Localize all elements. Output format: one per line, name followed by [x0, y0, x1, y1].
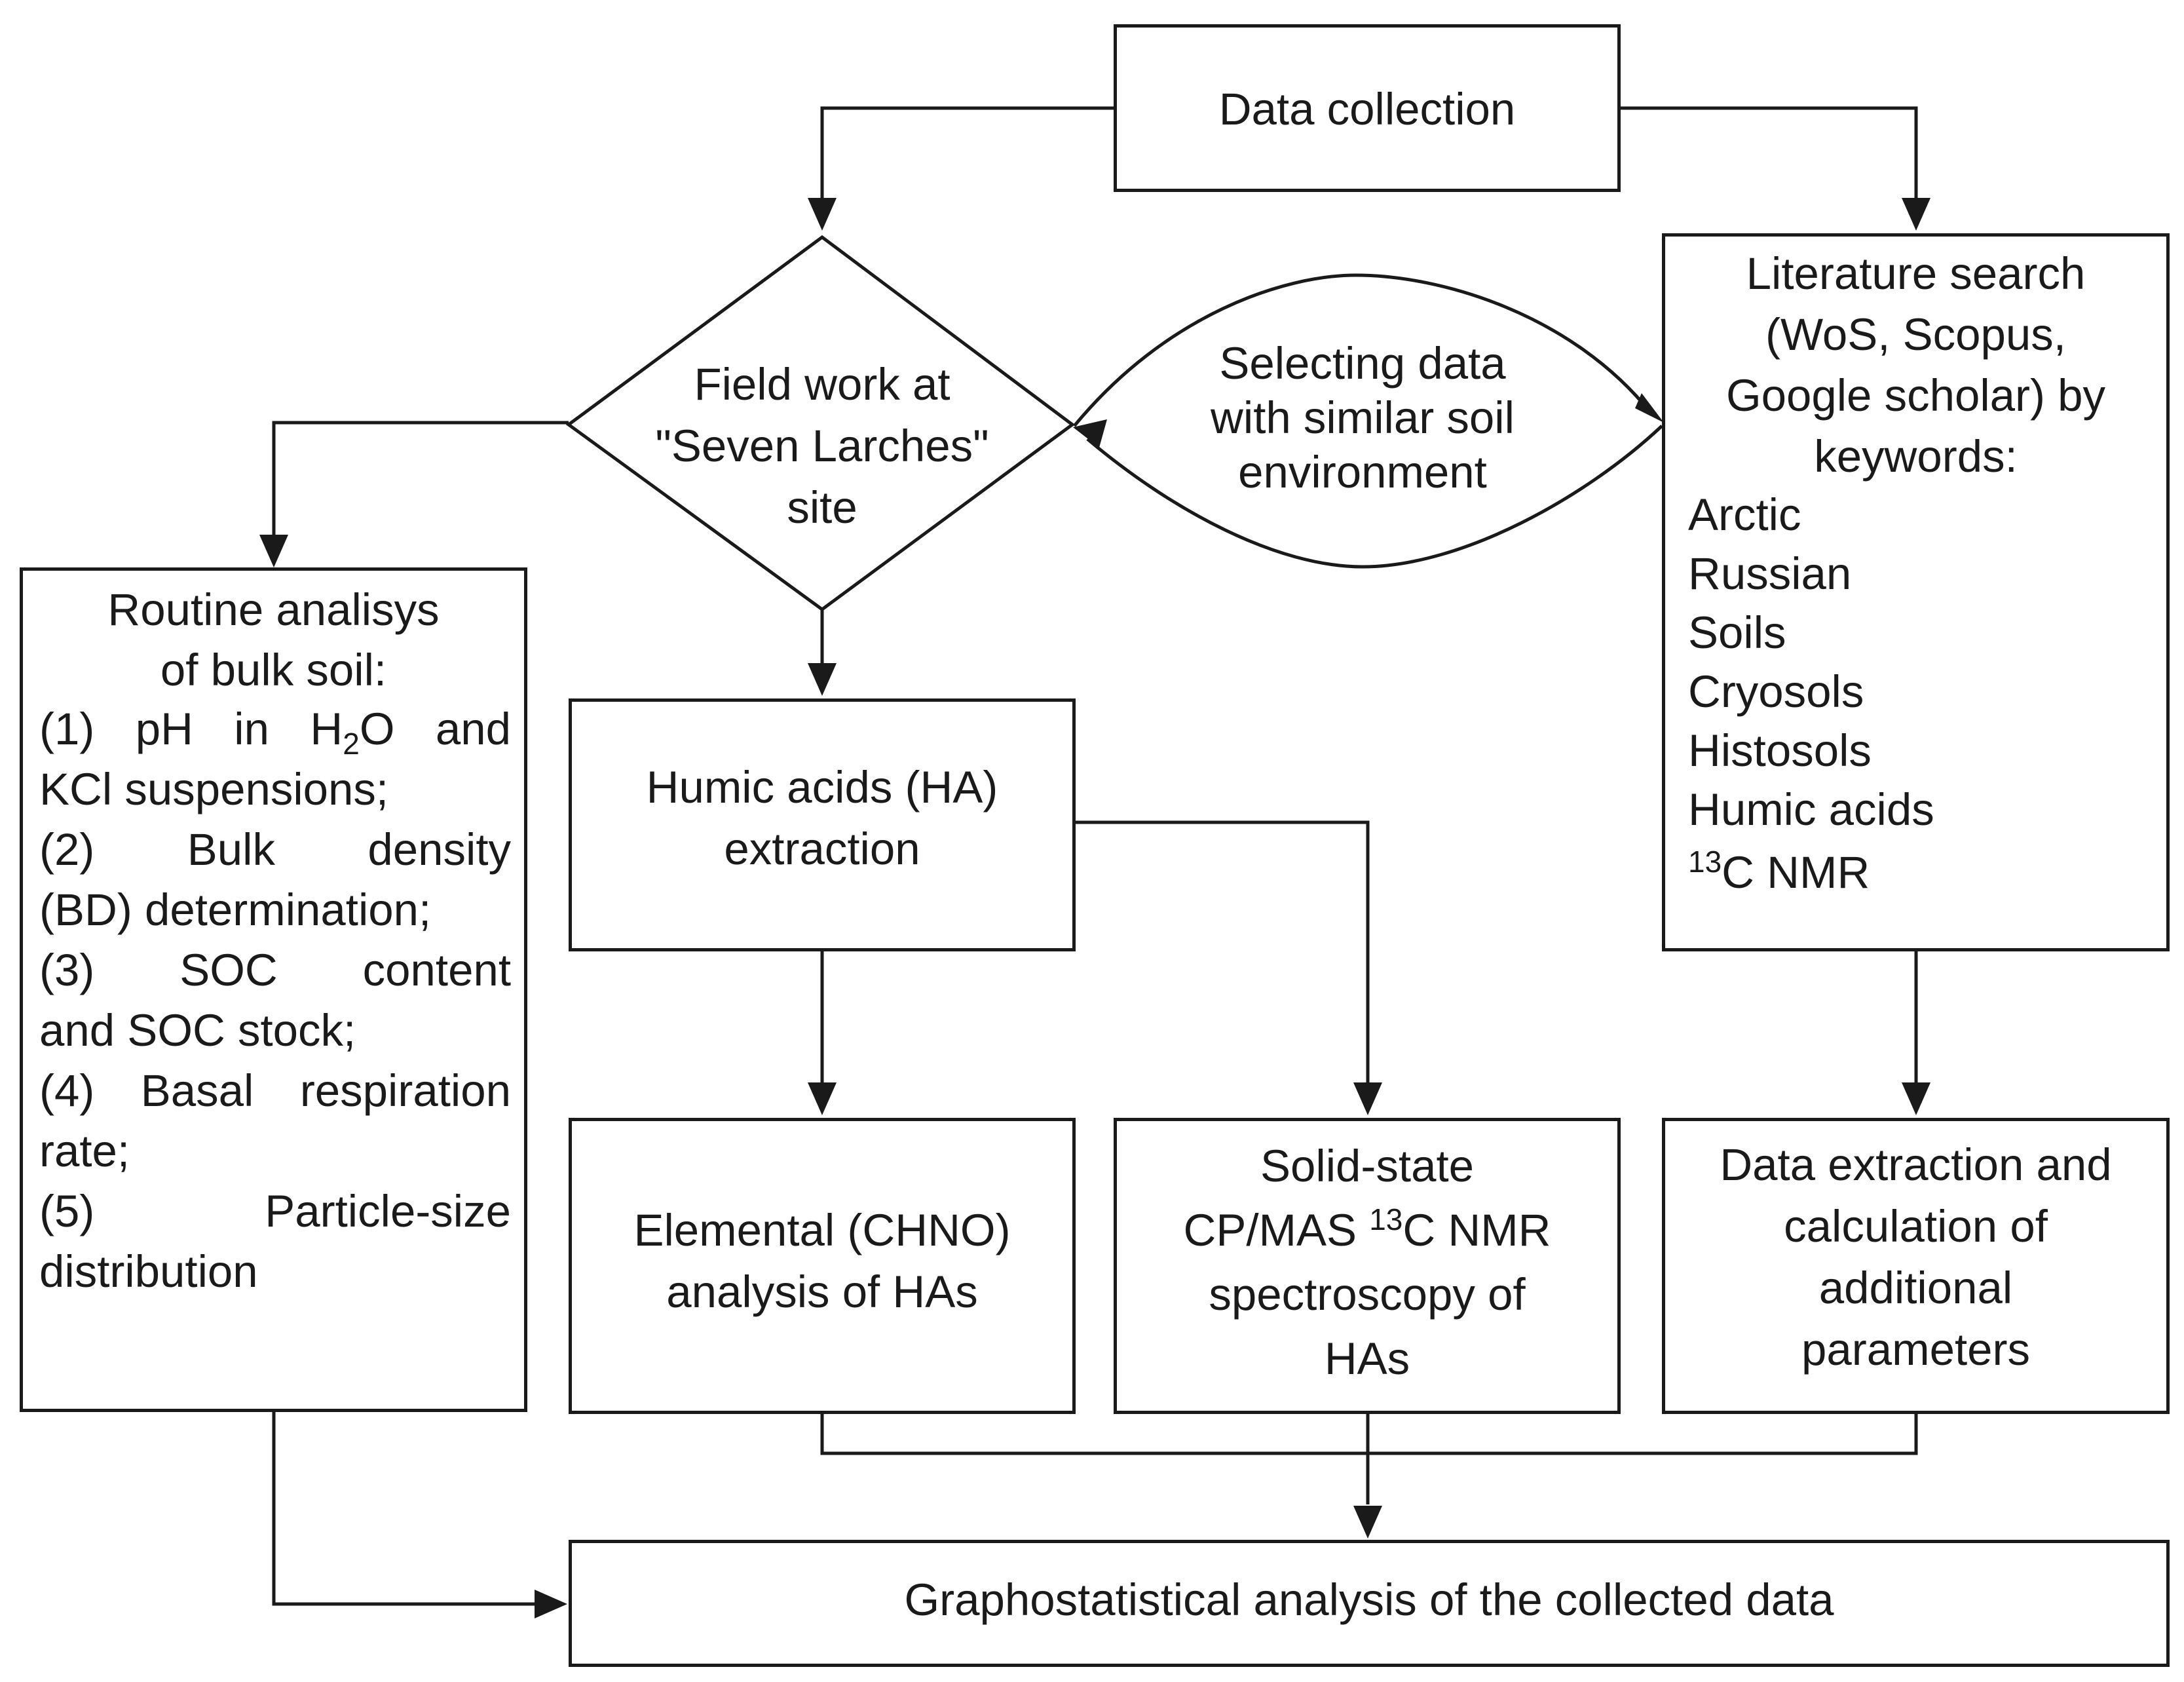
arrowhead-grapho-top: [1353, 1506, 1382, 1539]
keyword-item: Humic acids: [1688, 784, 1934, 835]
routine-heading-line: Routine analisys: [107, 584, 440, 635]
routine-item-line: (3) SOC content: [39, 945, 511, 995]
routine-item-line: rate;: [39, 1126, 130, 1176]
arrow-field-work-to-routine: [272, 421, 569, 548]
nmr-line: spectroscopy of: [1209, 1269, 1526, 1320]
routine-heading-line: of bulk soil:: [160, 645, 387, 695]
arrow-data-collection-to-literature: [1621, 106, 1918, 214]
keyword-item: Russian: [1688, 548, 1852, 599]
routine-item-line: distribution: [39, 1246, 258, 1297]
keyword-item: Soils: [1688, 607, 1786, 658]
literature-heading-line: Literature search: [1746, 248, 2086, 299]
humic-line: Humic acids (HA): [646, 762, 998, 812]
nmr-label: Solid-state CP/MAS 13C NMR spectroscopy …: [1117, 1134, 1617, 1391]
routine-items: (1) pH in H2O and KCl suspensions; (2) B…: [39, 699, 511, 1302]
arrowhead-humic: [808, 663, 837, 696]
curve-selection-bottom: [1086, 425, 1663, 569]
extraction-label: Data extraction and calculation of addit…: [1665, 1134, 2166, 1381]
selecting-line: environment: [1238, 447, 1487, 497]
arrowhead-elemental: [808, 1082, 837, 1115]
routine-item-line: KCl suspensions;: [39, 764, 389, 814]
selecting-line: with similar soil: [1211, 392, 1515, 443]
literature-heading-line: keywords:: [1814, 431, 2018, 482]
routine-item-line: (5) Particle-size: [39, 1186, 511, 1236]
keyword-list: Arctic Russian Soils Cryosols Histosols …: [1688, 486, 2160, 902]
data-collection-label: Data collection: [1218, 84, 1516, 134]
arrowhead-literature: [1902, 198, 1930, 231]
nmr-line: Solid-state: [1260, 1141, 1474, 1191]
arrow-humic-to-nmr: [1072, 820, 1370, 1096]
nmr-line: CP/MAS 13C NMR: [1117, 1198, 1617, 1263]
literature-heading-line: Google scholar) by: [1725, 370, 2106, 421]
data-extraction-box: Data extraction and calculation of addit…: [1662, 1118, 2170, 1414]
literature-heading-line: (WoS, Scopus,: [1765, 309, 2066, 360]
elemental-analysis-box: Elemental (CHNO) analysis of HAs: [569, 1118, 1076, 1414]
field-work-diamond: [565, 235, 1076, 612]
nmr-line-suffix: C NMR: [1403, 1205, 1551, 1255]
routine-item-line: (1) pH in H2O and: [39, 699, 511, 759]
field-work-line: "Seven Larches": [655, 421, 989, 471]
arrowhead-grapho-left: [535, 1590, 567, 1618]
elemental-label: Elemental (CHNO) analysis of HAs: [572, 1200, 1072, 1323]
grapho-label: Graphostatistical analysis of the collec…: [904, 1575, 1834, 1625]
arrowhead-extraction: [1902, 1082, 1930, 1115]
elemental-line: Elemental (CHNO): [633, 1205, 1011, 1255]
arrowhead-field-work: [808, 198, 837, 231]
routine-item-line: and SOC stock;: [39, 1005, 356, 1056]
arrowhead-selection-right: [1635, 393, 1664, 423]
literature-search-box: Literature search (WoS, Scopus, Google s…: [1662, 233, 2170, 951]
extraction-line: Data extraction and: [1720, 1139, 2112, 1190]
extraction-line: parameters: [1801, 1324, 2030, 1375]
keyword-item: Arctic: [1688, 489, 1801, 540]
curve-selection-top: [1073, 273, 1652, 427]
arrowhead-selection-left: [1073, 419, 1107, 448]
routine-item-ph: (1) pH in H: [39, 704, 343, 754]
arrow-data-collection-to-field-work: [820, 106, 1114, 214]
nmr-line: HAs: [1324, 1333, 1410, 1384]
data-collection-box: Data collection: [1114, 24, 1621, 192]
routine-analysis-box: Routine analisys of bulk soil: (1) pH in…: [20, 567, 527, 1412]
routine-item-line: (BD) determination;: [39, 885, 432, 935]
extraction-line: calculation of: [1784, 1201, 2048, 1252]
routine-item-line: (4) Basal respiration: [39, 1065, 511, 1116]
extraction-line: additional: [1818, 1263, 2013, 1313]
arrow-routine-to-grapho: [272, 1412, 550, 1606]
h2o-subscript: 2: [343, 726, 360, 761]
elemental-line: analysis of HAs: [666, 1267, 978, 1317]
humic-acids-extraction-box: Humic acids (HA) extraction: [569, 698, 1076, 951]
arrowhead-nmr: [1353, 1082, 1382, 1115]
arrowhead-routine: [259, 535, 288, 567]
routine-heading: Routine analisys of bulk soil:: [23, 580, 524, 700]
literature-heading: Literature search (WoS, Scopus, Google s…: [1665, 243, 2166, 487]
humic-label: Humic acids (HA) extraction: [572, 757, 1072, 880]
humic-line: extraction: [724, 824, 920, 874]
field-work-label: Field work at "Seven Larches" site: [603, 354, 1042, 539]
nmr-superscript: 13: [1688, 845, 1722, 879]
graphostatistical-analysis-box: Graphostatistical analysis of the collec…: [569, 1540, 2170, 1667]
routine-item-ph-end: O and: [359, 704, 511, 754]
nmr-spectroscopy-box: Solid-state CP/MAS 13C NMR spectroscopy …: [1114, 1118, 1621, 1414]
routine-item-line: (2) Bulk density: [39, 824, 511, 875]
selecting-line: Selecting data: [1219, 338, 1506, 389]
keyword-item: Cryosols: [1688, 666, 1864, 717]
nmr-keyword-text: C NMR: [1722, 847, 1870, 898]
keyword-item: Histosols: [1688, 725, 1872, 776]
field-work-line: Field work at: [694, 359, 951, 410]
field-work-line: site: [787, 482, 857, 533]
nmr-line-prefix: CP/MAS: [1183, 1205, 1370, 1255]
selecting-data-label: Selecting data with similar soil environ…: [1140, 336, 1585, 499]
nmr-line-superscript: 13: [1369, 1202, 1403, 1236]
keyword-item-nmr: 13C NMR: [1688, 843, 2160, 902]
